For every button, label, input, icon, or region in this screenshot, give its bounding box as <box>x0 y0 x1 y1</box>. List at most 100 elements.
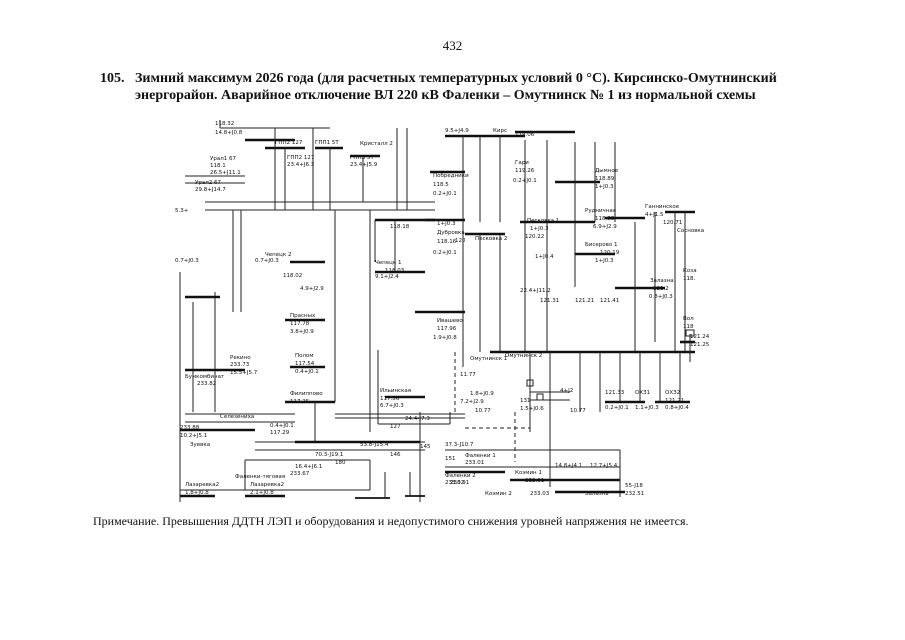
svg-text:9.5+J4.9: 9.5+J4.9 <box>445 128 469 134</box>
svg-text:118.03: 118.03 <box>385 268 405 274</box>
svg-text:Омутнинск 2: Омутнинск 2 <box>505 353 542 359</box>
svg-text:1.5+J0.6: 1.5+J0.6 <box>520 406 544 412</box>
svg-text:118.88: 118.88 <box>595 216 615 222</box>
svg-text:Гари: Гари <box>515 160 529 166</box>
svg-text:233.01: 233.01 <box>465 460 484 466</box>
svg-text:ГПП2 127: ГПП2 127 <box>287 155 315 161</box>
svg-text:23.4+J6.3: 23.4+J6.3 <box>287 162 315 168</box>
svg-text:1+J0.3: 1+J0.3 <box>595 184 614 190</box>
svg-text:Бумкомбинат: Бумкомбинат <box>185 374 225 380</box>
svg-text:119.26: 119.26 <box>515 168 535 174</box>
svg-text:Залазна: Залазна <box>585 491 609 497</box>
svg-text:53.8-J15.4: 53.8-J15.4 <box>360 442 389 448</box>
svg-text:180: 180 <box>335 460 346 466</box>
svg-text:10.77: 10.77 <box>570 408 586 414</box>
svg-text:ОХЗ1: ОХЗ1 <box>635 390 650 396</box>
svg-text:233.67: 233.67 <box>290 471 310 477</box>
svg-text:Ганнинское: Ганнинское <box>645 204 680 210</box>
svg-text:233.82: 233.82 <box>197 381 216 387</box>
svg-text:121.24: 121.24 <box>690 334 710 340</box>
svg-text:Филиппово: Филиппово <box>290 391 323 397</box>
svg-text:0.2+J0.1: 0.2+J0.1 <box>513 178 537 184</box>
svg-text:Сосновка: Сосновка <box>677 228 704 234</box>
svg-text:10.2+J5.1: 10.2+J5.1 <box>180 433 207 439</box>
svg-text:1+J0.3: 1+J0.3 <box>595 258 614 264</box>
svg-text:121.21: 121.21 <box>575 298 594 304</box>
svg-text:24.4-J7.3: 24.4-J7.3 <box>405 416 430 422</box>
svg-text:4.9+J2.9: 4.9+J2.9 <box>300 286 324 292</box>
svg-text:5.3+: 5.3+ <box>175 208 189 214</box>
svg-text:1+J0.3: 1+J0.3 <box>437 221 456 227</box>
svg-text:117.54: 117.54 <box>295 361 315 367</box>
svg-text:Бисерово 1: Бисерово 1 <box>585 242 617 248</box>
svg-text:117.56: 117.56 <box>380 396 400 402</box>
svg-text:233.73: 233.73 <box>230 362 250 368</box>
svg-text:Фаленки 1: Фаленки 1 <box>465 453 496 459</box>
page-number: 432 <box>442 38 463 53</box>
svg-text:120.19: 120.19 <box>600 250 620 256</box>
svg-text:118.32: 118.32 <box>215 121 234 127</box>
svg-text:232.51: 232.51 <box>625 491 644 497</box>
svg-text:Залазна: Залазна <box>650 278 674 284</box>
svg-text:Селезениха: Селезениха <box>220 414 254 420</box>
svg-text:1.1+J0.3: 1.1+J0.3 <box>635 405 659 411</box>
svg-text:11.77: 11.77 <box>460 372 476 378</box>
svg-text:Чепецк 2: Чепецк 2 <box>265 252 291 258</box>
svg-text:ГПП2 127: ГПП2 127 <box>275 140 303 146</box>
svg-text:ГПП3 5Т: ГПП3 5Т <box>350 155 374 161</box>
svg-text:1.8+J0.8: 1.8+J0.8 <box>185 490 209 496</box>
svg-text:117.78: 117.78 <box>290 321 310 327</box>
svg-text:14.8+J0.8: 14.8+J0.8 <box>215 130 243 136</box>
svg-text:146: 146 <box>390 452 401 458</box>
svg-text:Прасных: Прасных <box>290 313 316 319</box>
svg-text:118: 118 <box>683 324 694 330</box>
svg-text:0.4+J0.1: 0.4+J0.1 <box>295 369 319 375</box>
svg-text:118.89: 118.89 <box>595 176 615 182</box>
svg-text:118.16: 118.16 <box>437 239 457 245</box>
svg-text:2.1+J0.8: 2.1+J0.8 <box>250 490 274 496</box>
svg-text:233.88: 233.88 <box>180 425 200 431</box>
svg-text:4+J2: 4+J2 <box>560 388 573 394</box>
svg-text:22.4+J11.2: 22.4+J11.2 <box>520 288 551 294</box>
svg-text:14.8+J4.1: 14.8+J4.1 <box>555 463 582 469</box>
power-grid-scheme: 118.32 14.8+J0.8 9.5+J4.9 Кирс 119.06 Кр… <box>175 112 885 508</box>
svg-text:Кристалл 2: Кристалл 2 <box>360 141 393 147</box>
svg-text:9.1+J2.4: 9.1+J2.4 <box>375 274 399 280</box>
svg-text:Дымное: Дымное <box>595 168 619 174</box>
svg-text:7.2+J2.9: 7.2+J2.9 <box>460 399 484 405</box>
svg-text:233.03: 233.03 <box>530 491 550 497</box>
svg-text:3.8+J0.9: 3.8+J0.9 <box>290 329 314 335</box>
svg-text:0.7+J0.3: 0.7+J0.3 <box>175 258 199 264</box>
svg-text:121.25: 121.25 <box>690 342 710 348</box>
svg-text:12.7+J5.4: 12.7+J5.4 <box>590 463 618 469</box>
svg-text:Полом: Полом <box>295 353 314 359</box>
svg-text:118.5: 118.5 <box>433 182 449 188</box>
svg-text:Вол: Вол <box>683 316 694 322</box>
svg-text:37.3-J10.7: 37.3-J10.7 <box>445 442 474 448</box>
svg-text:Коэмин 1: Коэмин 1 <box>515 470 542 476</box>
svg-text:Омутнинск 1: Омутнинск 1 <box>470 356 507 362</box>
svg-text:0.8+J0.4: 0.8+J0.4 <box>665 405 689 411</box>
svg-text:Чепецк 1: Чепецк 1 <box>375 260 401 266</box>
svg-text:232.91: 232.91 <box>525 478 544 484</box>
svg-text:120: 120 <box>455 238 466 244</box>
svg-text:15.5+J5.7: 15.5+J5.7 <box>230 370 258 376</box>
svg-text:Урал1 67: Урал1 67 <box>210 156 236 162</box>
svg-text:26.5+J11.1: 26.5+J11.1 <box>210 170 241 176</box>
svg-text:Ильинская: Ильинская <box>380 388 411 394</box>
svg-text:Дубровка: Дубровка <box>437 230 465 236</box>
svg-text:118.02: 118.02 <box>283 273 302 279</box>
svg-text:0.7+J0.3: 0.7+J0.3 <box>255 258 279 264</box>
svg-text:10.77: 10.77 <box>475 408 491 414</box>
svg-text:1.9+J0.8: 1.9+J0.8 <box>433 335 457 341</box>
svg-text:Лазаревка2: Лазаревка2 <box>250 482 284 488</box>
svg-text:127: 127 <box>390 424 401 430</box>
svg-text:0.4+J0.1: 0.4+J0.1 <box>270 423 294 429</box>
svg-text:Урал2 67: Урал2 67 <box>195 180 221 186</box>
svg-text:119.06: 119.06 <box>515 132 535 138</box>
svg-text:Кирс: Кирс <box>493 128 507 134</box>
footnote: Примечание. Превышения ДДТН ЛЭП и оборуд… <box>93 514 689 528</box>
svg-text:120.71: 120.71 <box>663 220 682 226</box>
heading-line-2: энергорайон. Аварийное отключение ВЛ 220… <box>135 88 756 103</box>
svg-text:121.2: 121.2 <box>653 286 669 292</box>
